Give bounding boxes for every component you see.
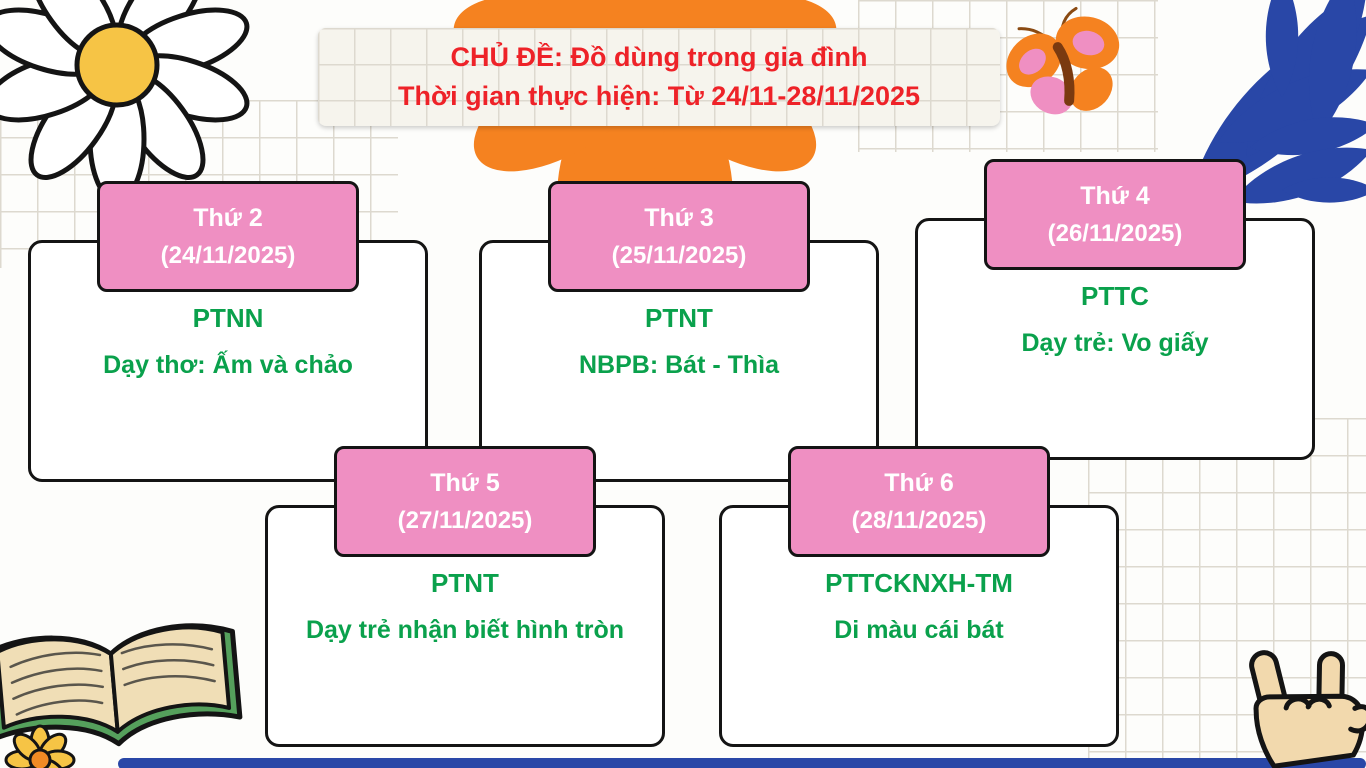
activity-label: NBPB: Bát - Thìa bbox=[579, 351, 779, 379]
day-card-thu-6: Thứ 6 (28/11/2025) PTTCKNXH-TM Di màu cá… bbox=[719, 446, 1119, 747]
day-tab: Thứ 6 (28/11/2025) bbox=[788, 446, 1050, 557]
card-content: PTTCKNXH-TM Di màu cái bát bbox=[742, 568, 1096, 652]
day-card-thu-4: Thứ 4 (26/11/2025) PTTC Dạy trẻ: Vo giấy bbox=[915, 159, 1315, 460]
subject-label: PTTC bbox=[1081, 281, 1149, 311]
time-range: Thời gian thực hiện: Từ 24/11-28/11/2025 bbox=[398, 80, 920, 111]
day-tab: Thứ 5 (27/11/2025) bbox=[334, 446, 596, 557]
day-label: Thứ 3 bbox=[644, 203, 714, 232]
daisy-flower-icon bbox=[0, 0, 250, 204]
title-banner: CHỦ ĐỀ: Đồ dùng trong gia đình Thời gian… bbox=[318, 28, 1000, 126]
day-card-thu-2: Thứ 2 (24/11/2025) PTNN Dạy thơ: Ấm và c… bbox=[28, 181, 428, 482]
day-card-thu-3: Thứ 3 (25/11/2025) PTNT NBPB: Bát - Thìa bbox=[479, 181, 879, 482]
day-tab: Thứ 4 (26/11/2025) bbox=[984, 159, 1246, 270]
subject-label: PTTCKNXH-TM bbox=[825, 568, 1013, 598]
card-content: PTNN Dạy thơ: Ấm và chảo bbox=[51, 303, 405, 387]
day-label: Thứ 2 bbox=[193, 203, 263, 232]
card-content: PTNT NBPB: Bát - Thìa bbox=[502, 303, 856, 387]
card-content: PTTC Dạy trẻ: Vo giấy bbox=[938, 281, 1292, 365]
day-card-thu-5: Thứ 5 (27/11/2025) PTNT Dạy trẻ nhận biế… bbox=[265, 446, 665, 747]
date-label: (27/11/2025) bbox=[397, 506, 533, 534]
card-content: PTNT Dạy trẻ nhận biết hình tròn bbox=[288, 568, 642, 652]
date-label: (26/11/2025) bbox=[1047, 219, 1183, 247]
activity-label: Dạy trẻ nhận biết hình tròn bbox=[305, 616, 625, 644]
subject-label: PTNN bbox=[192, 303, 264, 333]
day-label: Thứ 5 bbox=[430, 468, 500, 497]
yellow-flower-icon bbox=[4, 724, 76, 768]
date-label: (28/11/2025) bbox=[851, 506, 987, 534]
date-label: (25/11/2025) bbox=[611, 241, 747, 269]
butterfly-icon bbox=[1006, 6, 1120, 115]
blue-strip-decoration bbox=[118, 758, 1366, 768]
activity-label: Dạy thơ: Ấm và chảo bbox=[103, 351, 353, 379]
date-label: (24/11/2025) bbox=[160, 241, 296, 269]
day-label: Thứ 6 bbox=[884, 468, 954, 497]
rock-hand-icon bbox=[1249, 650, 1366, 768]
open-book-icon bbox=[0, 623, 243, 747]
activity-label: Di màu cái bát bbox=[834, 616, 1004, 644]
day-tab: Thứ 3 (25/11/2025) bbox=[548, 181, 810, 292]
activity-label: Dạy trẻ: Vo giấy bbox=[1021, 329, 1209, 357]
subject-label: PTNT bbox=[645, 303, 713, 333]
day-label: Thứ 4 bbox=[1080, 181, 1150, 210]
topic-title: CHỦ ĐỀ: Đồ dùng trong gia đình bbox=[450, 41, 868, 72]
subject-label: PTNT bbox=[431, 568, 499, 598]
day-tab: Thứ 2 (24/11/2025) bbox=[97, 181, 359, 292]
